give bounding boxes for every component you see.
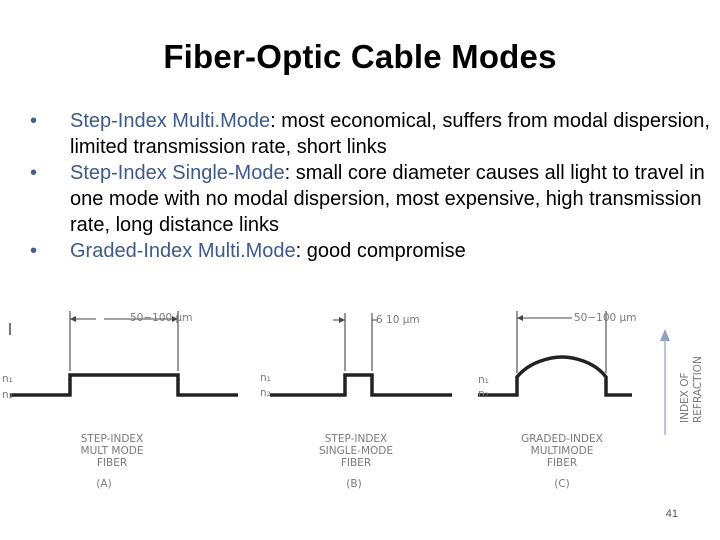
index-of-refraction-axis: INDEX OF REFRACTION — [660, 329, 704, 435]
dimension-label-b: 6 10 μm — [376, 314, 420, 326]
bullet-dot: • — [30, 110, 38, 132]
dimension-arrowhead-c — [517, 315, 523, 321]
dimension-label-a: 50−100 μm — [130, 312, 192, 324]
caption-line-a3: FIBER — [97, 457, 127, 469]
axis-label-line-1: INDEX OF — [679, 372, 691, 423]
bullet-dot: • — [30, 162, 38, 184]
bullet-text: : good compromise — [295, 240, 466, 262]
panel-letter-c: (C) — [554, 478, 570, 490]
n1-label-b: n₁ — [260, 372, 271, 384]
caption-line-a1: STEP-INDEX — [81, 433, 143, 445]
n2-label-c: n₂ — [478, 388, 489, 400]
axis-label-line-2: REFRACTION — [692, 356, 704, 423]
slide-title: Fiber-Optic Cable Modes — [163, 38, 557, 75]
caption-line-b2: SINGLE-MODE — [319, 445, 393, 457]
n2-label-a: n₂ — [2, 389, 13, 401]
bullet-text: : small core diameter causes all light t… — [70, 162, 705, 236]
fiber-mode-figure: 50−100 μm n₁ n₂ STEP-INDEX MULT MODE FIB… — [2, 311, 704, 490]
bullet-term: Graded-Index Multi.Mode — [70, 240, 296, 262]
page-number: 41 — [665, 508, 678, 520]
panel-graded-index-multimode: 50−100 μm n₁ n₂ GRADED-INDEX MULTIMODE F… — [478, 311, 636, 490]
n2-label-b: n₂ — [260, 387, 271, 399]
index-profile-b — [270, 373, 452, 397]
bullet-item: • Graded-Index Multi.Mode: good compromis… — [30, 238, 710, 264]
caption-line-c2: MULTIMODE — [531, 445, 594, 457]
bullet-term: Step-Index Multi.Mode — [70, 110, 271, 132]
dimension-arrowhead-a — [70, 316, 76, 322]
bullet-text: : most economical, suffers from modal di… — [70, 110, 710, 158]
axis-arrow-head — [660, 329, 670, 341]
caption-line-c3: FIBER — [547, 457, 577, 469]
caption-line-a2: MULT MODE — [81, 445, 144, 457]
bullet-dot: • — [30, 240, 38, 262]
panel-step-index-singlemode: 6 10 μm n₁ n₂ STEP-INDEX SINGLE-MODE FIB… — [260, 313, 452, 490]
caption-line-b1: STEP-INDEX — [325, 433, 387, 445]
dimension-arrowhead-b — [339, 317, 345, 323]
bullet-item: • Step-Index Multi.Mode: most economical,… — [30, 108, 710, 160]
n1-label-a: n₁ — [2, 373, 13, 385]
bullet-list: • Step-Index Multi.Mode: most economical,… — [30, 108, 710, 264]
dimension-arrowhead-a — [172, 316, 178, 322]
dimension-label-c: 50−100 μm — [574, 312, 636, 324]
caption-line-c1: GRADED-INDEX — [521, 433, 603, 445]
bullet-item: • Step-Index Single-Mode: small core diam… — [30, 160, 710, 238]
n1-label-c: n₁ — [478, 374, 489, 386]
caption-line-b3: FIBER — [341, 457, 371, 469]
index-profile-a — [10, 373, 238, 397]
bullet-term: Step-Index Single-Mode — [70, 162, 285, 184]
index-profile-c — [478, 355, 632, 397]
panel-step-index-multimode: 50−100 μm n₁ n₂ STEP-INDEX MULT MODE FIB… — [2, 311, 238, 490]
panel-letter-b: (B) — [346, 478, 361, 490]
panel-letter-a: (A) — [96, 478, 111, 490]
